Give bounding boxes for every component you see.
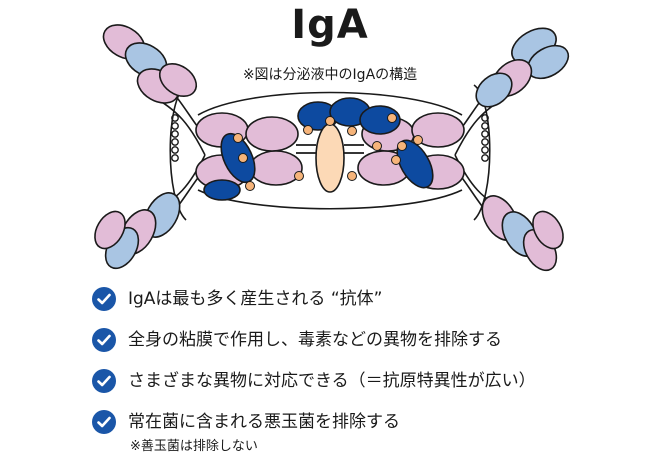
feature-text: 常在菌に含まれる悪玉菌を排除する <box>128 412 400 432</box>
feature-text: さまざまな異物に対応できる（＝抗原特異性が広い） <box>128 371 536 391</box>
structure-note: ※図は分泌液中のIgAの構造 <box>242 67 418 83</box>
feature-item: 常在菌に含まれる悪玉菌を排除する ※善玉菌は排除しない <box>92 409 632 469</box>
check-icon <box>92 287 116 311</box>
check-icon <box>92 369 116 393</box>
fab-upper-left <box>102 24 198 104</box>
glycans <box>233 113 423 191</box>
fab-upper-right <box>475 27 570 108</box>
feature-text: 全身の粘膜で作用し、毒素などの異物を排除する <box>128 330 502 350</box>
iga-structure-diagram <box>94 24 570 272</box>
feature-list: IgAは最も多く産生される “抗体” 全身の粘膜で作用し、毒素などの異物を排除す… <box>92 286 632 469</box>
feature-item: 全身の粘膜で作用し、毒素などの異物を排除する <box>92 327 632 368</box>
feature-item: IgAは最も多く産生される “抗体” <box>92 286 632 327</box>
check-icon <box>92 410 116 434</box>
fab-lower-left <box>94 192 181 270</box>
j-chain <box>315 123 345 193</box>
disulfide-bonds <box>296 144 364 154</box>
feature-item: さまざまな異物に対応できる（＝抗原特異性が広い） <box>92 368 632 409</box>
check-icon <box>92 328 116 352</box>
fab-lower-right <box>481 195 564 272</box>
page-title: IgA <box>291 2 369 48</box>
feature-text: IgAは最も多く産生される “抗体” <box>128 289 383 309</box>
feature-subnote: ※善玉菌は排除しない <box>130 439 258 454</box>
